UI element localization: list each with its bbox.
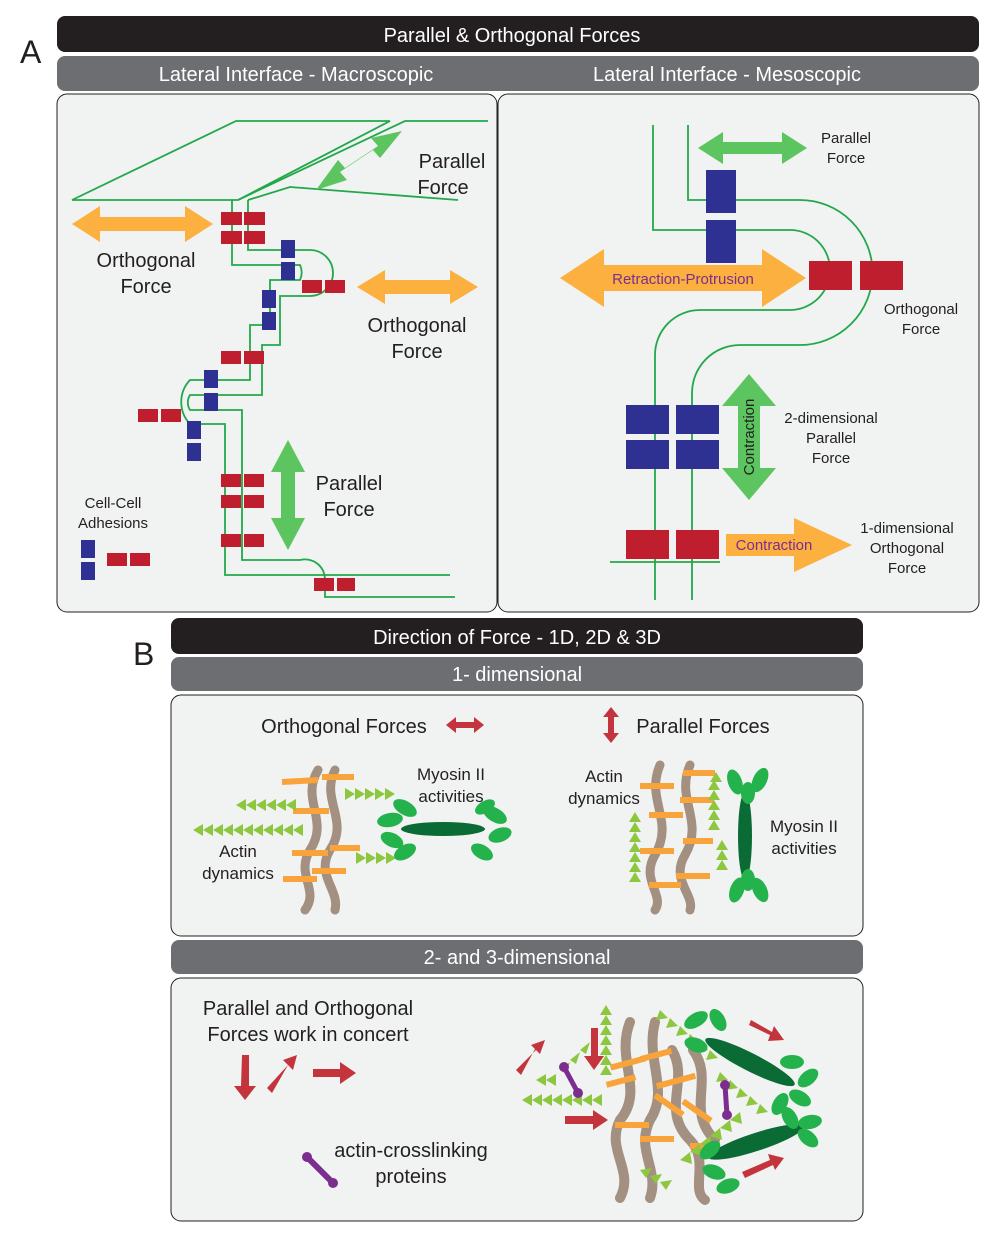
meso-orth-label-1: Orthogonal bbox=[884, 301, 958, 318]
macro-orth-right-label-1: Orthogonal bbox=[368, 315, 467, 337]
legend-label-1: Cell-Cell bbox=[85, 495, 142, 512]
macro-orth-right-label-2: Force bbox=[391, 341, 442, 363]
macro-header: Lateral Interface - Macroscopic bbox=[159, 64, 434, 86]
panel-a-letter: A bbox=[20, 34, 42, 70]
orthogonal-forces-icon bbox=[446, 717, 484, 733]
macro-parallel-bottom-label-1: Parallel bbox=[316, 473, 383, 495]
network-myosin bbox=[684, 1009, 822, 1194]
actin-right-label-1: Actin bbox=[585, 767, 623, 786]
legend-adhesions bbox=[81, 540, 150, 580]
crosslinkers-right bbox=[640, 770, 715, 888]
panel-a-subheader-bar bbox=[57, 56, 979, 91]
myosin-right-label-1: Myosin II bbox=[770, 817, 838, 836]
panel-b-title: Direction of Force - 1D, 2D & 3D bbox=[373, 627, 661, 649]
meso-contraction-vertical-arrow bbox=[722, 374, 776, 500]
concert-label-2: Forces work in concert bbox=[207, 1024, 409, 1046]
myosin-left-label-2: activities bbox=[418, 787, 483, 806]
macro-membranes bbox=[71, 120, 488, 598]
legend-label-2: Adhesions bbox=[78, 515, 148, 532]
crosslinker-legend-icon bbox=[302, 1152, 338, 1188]
meso-parallel-label-1: Parallel bbox=[821, 130, 871, 147]
meso-contraction-horizontal-arrow bbox=[726, 518, 852, 572]
one-d-label-2: Orthogonal bbox=[870, 540, 944, 557]
force-arrows-legend bbox=[234, 1055, 356, 1100]
network-crosslinking-proteins bbox=[559, 1062, 732, 1120]
macro-parallel-top-label-1: Parallel bbox=[419, 151, 486, 173]
one-d-label-1: 1-dimensional bbox=[860, 520, 953, 537]
meso-parallel-arrow bbox=[698, 132, 807, 164]
contraction-horizontal-label: Contraction bbox=[736, 537, 813, 554]
meso-parallel-label-2: Force bbox=[827, 150, 865, 167]
macro-adhesions-red bbox=[138, 212, 355, 591]
retraction-protrusion-label: Retraction-Protrusion bbox=[612, 271, 754, 288]
meso-adhesions-blue bbox=[626, 170, 736, 469]
actin-filaments-right bbox=[645, 760, 697, 915]
macro-parallel-arrow-bottom bbox=[271, 440, 305, 550]
parallel-forces-icon bbox=[603, 707, 619, 743]
two-d-label-3: Force bbox=[812, 450, 850, 467]
macro-parallel-bottom-label-2: Force bbox=[323, 499, 374, 521]
crosslinking-label-1: actin-crosslinking bbox=[334, 1140, 487, 1162]
macro-parallel-top-label-2: Force bbox=[417, 177, 468, 199]
meso-header: Lateral Interface - Mesoscopic bbox=[593, 64, 861, 86]
one-d-header: 1- dimensional bbox=[452, 664, 582, 686]
meso-panel bbox=[497, 93, 980, 613]
network-force-arrows bbox=[516, 1020, 784, 1178]
macro-adhesions-blue bbox=[187, 240, 295, 461]
orthogonal-forces-label: Orthogonal Forces bbox=[261, 716, 427, 738]
two-d-label-2: Parallel bbox=[806, 430, 856, 447]
panel-a-title-bar bbox=[57, 16, 979, 52]
actin-left-label-1: Actin bbox=[219, 842, 257, 861]
panel-b-title-bar bbox=[171, 618, 863, 654]
macro-orthogonal-arrow-left bbox=[72, 206, 213, 242]
macro-parallel-arrow-top bbox=[316, 131, 402, 190]
two-three-d-header: 2- and 3-dimensional bbox=[424, 947, 611, 969]
actin-left-label-2: dynamics bbox=[202, 864, 274, 883]
myosin-right-label-2: activities bbox=[771, 839, 836, 858]
meso-retraction-arrow bbox=[560, 249, 806, 307]
concert-label-1: Parallel and Orthogonal bbox=[203, 998, 413, 1020]
panel-a-title: Parallel & Orthogonal Forces bbox=[384, 25, 641, 47]
parallel-forces-label: Parallel Forces bbox=[636, 716, 769, 738]
two-d-label-1: 2-dimensional bbox=[784, 410, 877, 427]
panel-b-letter: B bbox=[133, 636, 154, 672]
actin-right-label-2: dynamics bbox=[568, 789, 640, 808]
crosslinkers-left bbox=[281, 774, 360, 882]
myosin-left bbox=[377, 799, 512, 861]
myosin-left-label-1: Myosin II bbox=[417, 765, 485, 784]
macro-orth-left-label-1: Orthogonal bbox=[97, 250, 196, 272]
meso-membranes bbox=[610, 125, 874, 600]
actin-arrows-left bbox=[193, 788, 396, 864]
macro-orthogonal-arrow-right bbox=[357, 270, 478, 304]
two-three-d-header-bar bbox=[171, 940, 863, 974]
meso-orth-label-2: Force bbox=[902, 321, 940, 338]
contraction-vertical-label: Contraction bbox=[741, 399, 758, 476]
myosin-right bbox=[727, 767, 769, 903]
one-d-label-3: Force bbox=[888, 560, 926, 577]
one-d-header-bar bbox=[171, 657, 863, 691]
actin-arrows-right bbox=[629, 772, 728, 882]
macro-orth-left-label-2: Force bbox=[120, 276, 171, 298]
meso-adhesions-red bbox=[626, 261, 903, 559]
crosslinking-label-2: proteins bbox=[375, 1166, 446, 1188]
